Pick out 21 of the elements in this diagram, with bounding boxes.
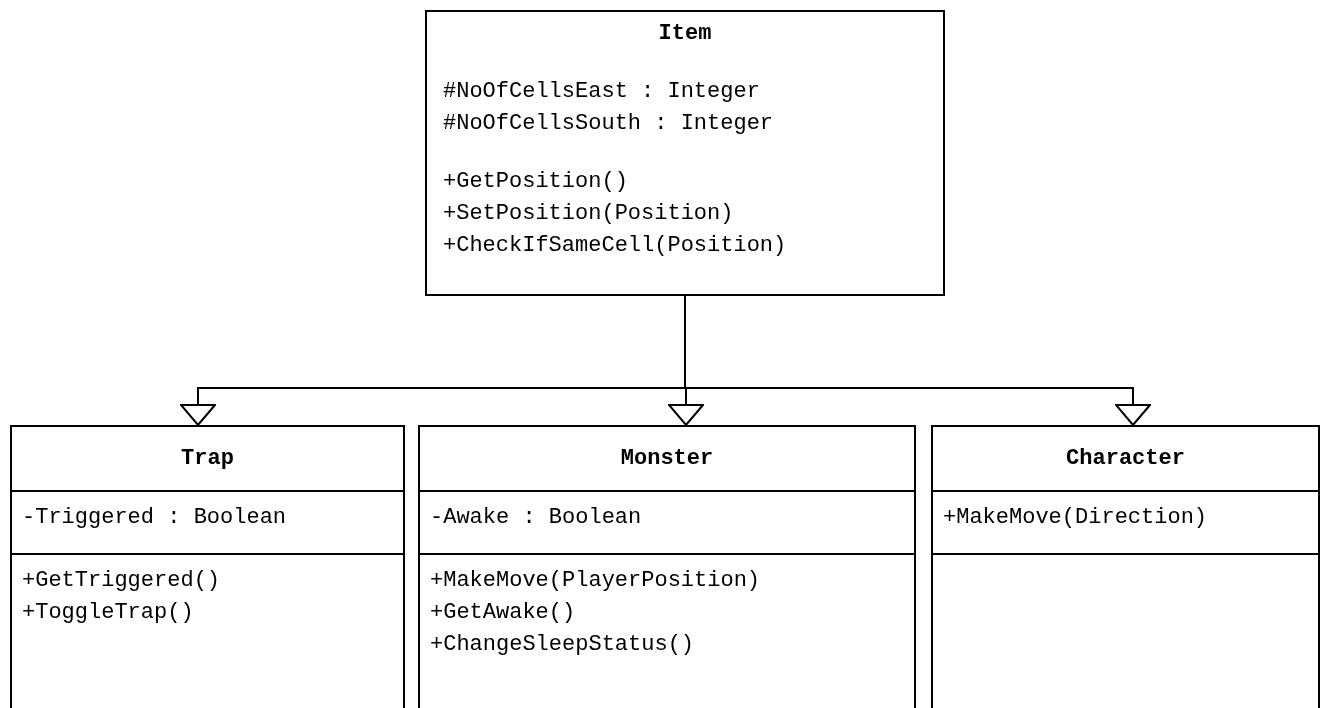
class-member: +GetTriggered() xyxy=(22,567,222,595)
class-name: Trap xyxy=(181,444,234,473)
class-member: +MakeMove(PlayerPosition) xyxy=(430,567,762,595)
class-member: +SetPosition(Position) xyxy=(443,200,735,228)
class-name: Character xyxy=(1066,444,1185,473)
class-name: Item xyxy=(657,20,713,48)
class-member: +GetAwake() xyxy=(430,599,577,627)
class-name: Monster xyxy=(620,444,714,473)
class-box xyxy=(10,425,405,708)
class-member: +ChangeSleepStatus() xyxy=(430,631,696,659)
class-member: +ToggleTrap() xyxy=(22,599,195,627)
class-member: #NoOfCellsEast : Integer xyxy=(443,78,761,106)
class-member: -Triggered : Boolean xyxy=(22,504,288,532)
class-box xyxy=(425,10,945,296)
class-member: -Awake : Boolean xyxy=(430,504,643,532)
class-member: +GetPosition() xyxy=(443,168,629,196)
class-box xyxy=(931,425,1320,708)
class-member: #NoOfCellsSouth : Integer xyxy=(443,110,775,138)
class-member: +CheckIfSameCell(Position) xyxy=(443,232,788,260)
class-box xyxy=(418,425,916,708)
class-member: +MakeMove(Direction) xyxy=(943,504,1209,532)
